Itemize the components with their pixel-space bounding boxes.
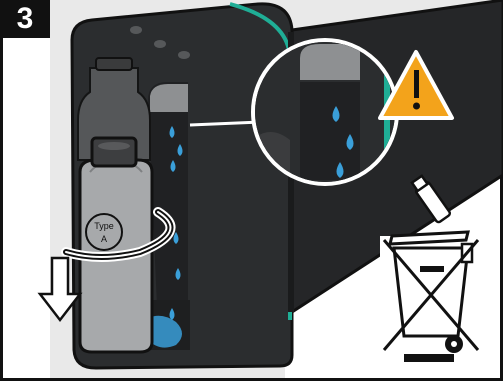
top-button-3 [178, 51, 190, 59]
water-bottle [78, 58, 152, 352]
step-number-badge: 3 [0, 0, 50, 38]
top-button-2 [154, 40, 166, 48]
bottle-type-label-line2: A [101, 234, 107, 244]
top-button-1 [130, 26, 142, 34]
bottle-type-label-line1: Type [94, 221, 114, 231]
